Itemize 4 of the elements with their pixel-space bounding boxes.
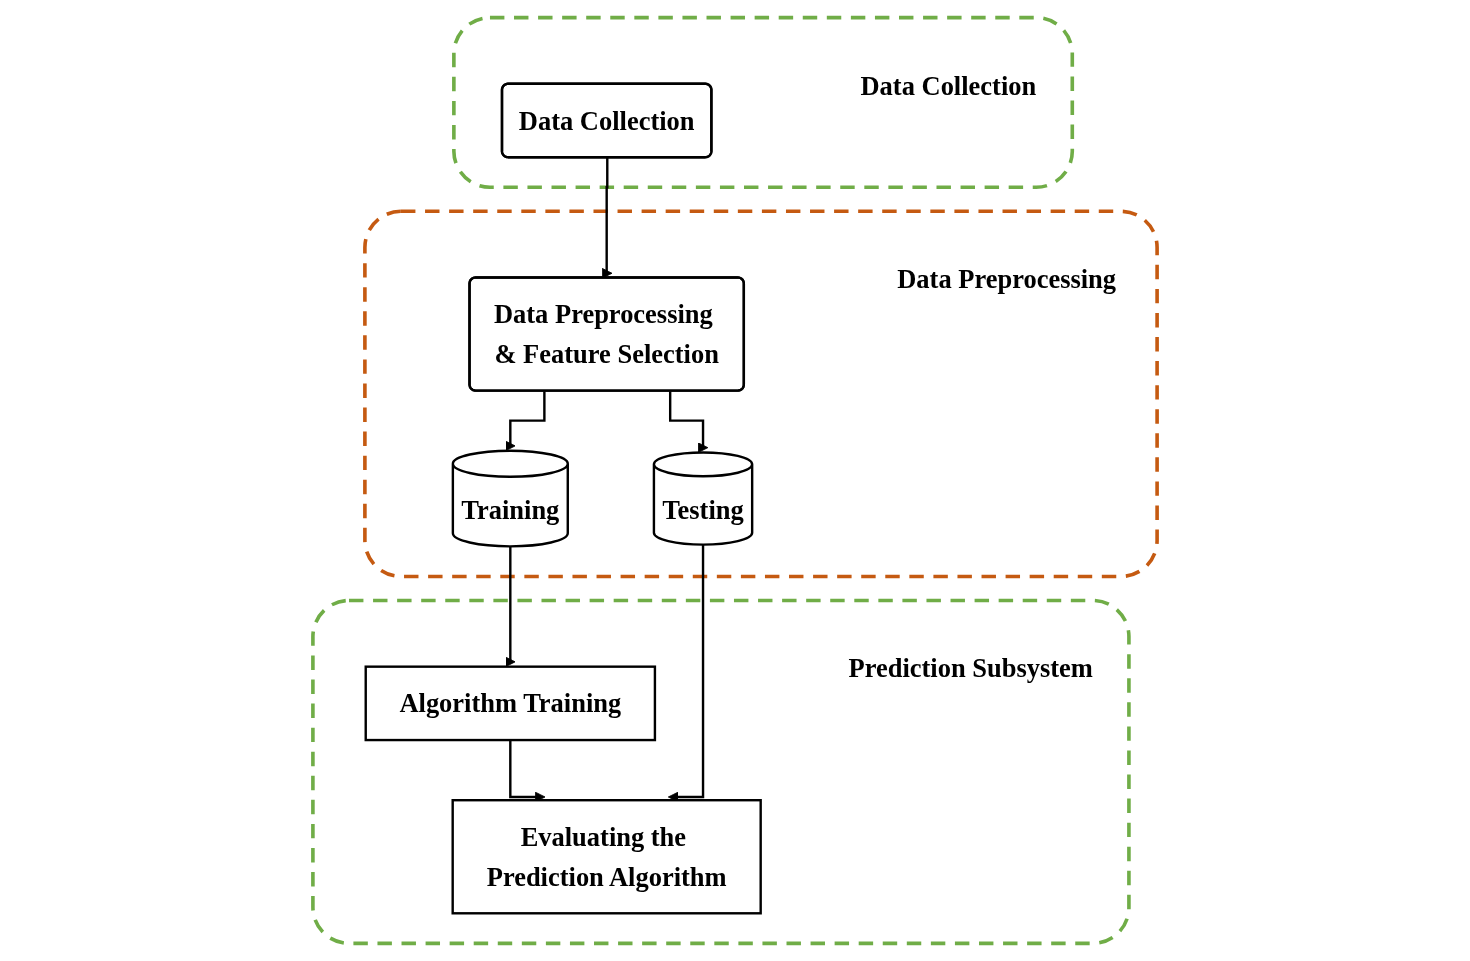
node-box: Algorithm Training	[364, 665, 657, 742]
arrow	[668, 391, 709, 453]
arrow	[505, 391, 546, 452]
node-box: Evaluating the Prediction Algorithm	[451, 799, 762, 915]
